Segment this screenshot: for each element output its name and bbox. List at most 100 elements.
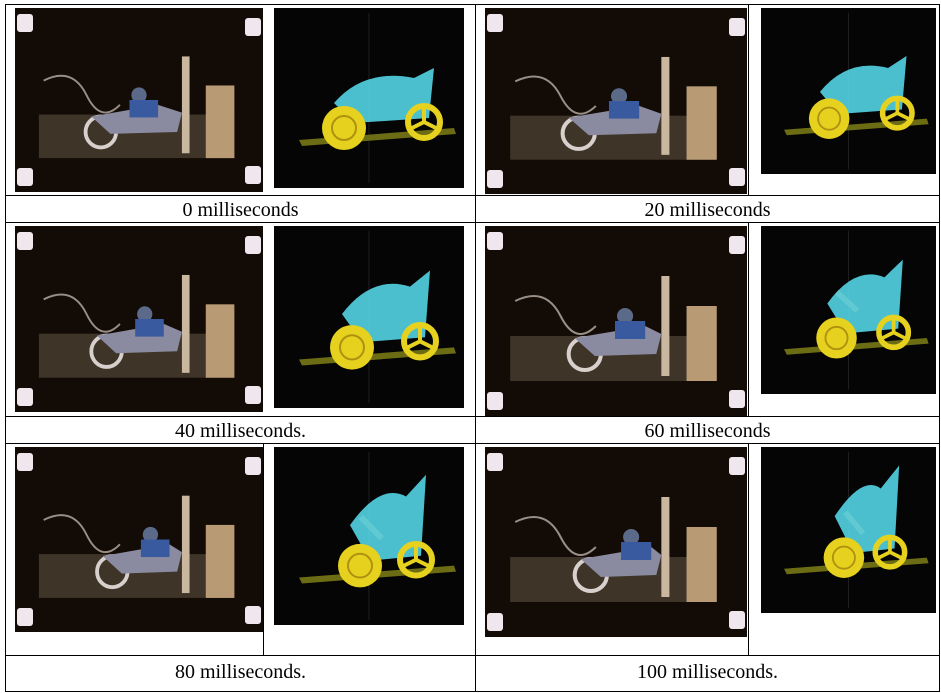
film-frame-20ms: [485, 8, 747, 194]
row-divider-5: [5, 655, 939, 656]
dummy-torso: [608, 101, 640, 119]
rear-wheel: [397, 540, 435, 579]
barrier-post: [661, 497, 670, 597]
front-wheel-rim: [817, 106, 842, 131]
sprocket-hole-bottom-right: [245, 166, 261, 184]
sprocket-hole-top-left: [487, 453, 503, 471]
crash-barrier: [205, 524, 235, 598]
sprocket-hole-bottom-left: [487, 392, 503, 410]
sprocket-hole-bottom-left: [487, 613, 503, 631]
rear-wheel-spokes: [881, 319, 906, 340]
dummy-torso: [140, 539, 170, 558]
rear-wheel: [876, 314, 912, 351]
front-wheel-rim: [824, 325, 849, 351]
tether-cable: [514, 516, 597, 556]
rear-wheel-spokes: [403, 545, 429, 568]
front-wheel-rim: [331, 115, 357, 141]
rear-wheel: [401, 322, 439, 361]
front-wheel-rim: [347, 552, 373, 579]
barrier-post: [181, 495, 190, 594]
simulation-frame-40ms: [274, 226, 464, 408]
sprocket-hole-bottom-left: [17, 388, 33, 406]
caption-80ms: 80 milliseconds.: [174, 661, 307, 683]
front-wheel: [322, 106, 366, 150]
crash-barrier: [205, 304, 235, 378]
row-divider-2: [5, 222, 939, 223]
sprocket-hole-bottom-right: [245, 386, 261, 404]
sprocket-hole-top-left: [487, 14, 503, 32]
front-wheel: [816, 317, 857, 359]
sprocket-hole-top-right: [245, 457, 261, 475]
front-wheel: [330, 325, 374, 370]
dummy-torso: [135, 319, 164, 337]
simulation-frame-0ms: [274, 8, 464, 188]
caption-100ms: 100 milliseconds.: [636, 661, 779, 683]
caption-0ms: 0 milliseconds: [182, 199, 299, 221]
barrier-post: [661, 56, 670, 155]
rider-mesh: [819, 55, 907, 115]
row-divider-4: [5, 443, 939, 444]
table-border-top: [5, 4, 939, 5]
rider-mesh: [334, 68, 434, 123]
film-frame-60ms: [485, 226, 747, 416]
dummy-torso: [621, 542, 652, 560]
rear-wheel: [872, 534, 908, 570]
cell-divider-right-100ms: [748, 444, 749, 656]
sprocket-hole-bottom-right: [245, 606, 261, 624]
crash-barrier: [686, 306, 717, 381]
sprocket-hole-top-right: [245, 18, 261, 36]
front-wheel: [823, 537, 865, 578]
barrier-post: [181, 56, 190, 154]
front-wheel-rim: [831, 545, 856, 570]
film-frame-0ms: [15, 8, 263, 192]
sprocket-hole-top-left: [17, 14, 33, 32]
simulation-frame-60ms: [761, 226, 936, 394]
sprocket-hole-bottom-right: [729, 390, 745, 408]
barrier-post: [181, 274, 190, 373]
front-wheel-rim: [339, 334, 365, 361]
dummy-head: [142, 526, 159, 543]
sprocket-hole-bottom-left: [487, 170, 503, 188]
sprocket-hole-bottom-left: [17, 608, 33, 626]
dummy-torso: [614, 321, 646, 339]
tether-cable: [43, 514, 121, 554]
tether-cable: [514, 295, 597, 335]
tether-cable: [43, 74, 121, 114]
row-divider-1: [5, 195, 939, 196]
rear-wheel-spokes: [411, 108, 437, 130]
row-divider-3: [5, 416, 939, 417]
simulation-frame-80ms: [274, 447, 464, 625]
film-frame-80ms: [15, 447, 263, 632]
table-border-bottom: [5, 691, 939, 692]
rider-mesh: [342, 270, 430, 343]
crash-barrier: [686, 527, 717, 602]
tether-cable: [43, 293, 121, 333]
sprocket-hole-bottom-left: [17, 168, 33, 186]
dummy-head: [623, 529, 640, 545]
rider-mesh: [827, 259, 903, 334]
dummy-head: [137, 306, 153, 322]
table-border-left: [5, 4, 6, 692]
crash-barrier: [205, 85, 235, 159]
cell-divider-left-80ms: [263, 444, 264, 656]
rider-mesh: [834, 465, 900, 554]
sprocket-hole-top-left: [17, 232, 33, 250]
rear-wheel-spokes: [885, 100, 910, 121]
caption-20ms: 20 milliseconds: [644, 199, 771, 221]
film-frame-40ms: [15, 226, 263, 412]
barrier-post: [661, 276, 670, 376]
sprocket-hole-top-right: [729, 457, 745, 475]
front-wheel: [338, 543, 382, 588]
column-divider: [475, 4, 476, 692]
dummy-head: [131, 87, 147, 103]
rear-wheel-spokes: [878, 539, 902, 560]
dummy-head: [610, 88, 628, 104]
cell-divider-right-60ms: [748, 223, 749, 417]
film-frame-100ms: [485, 447, 747, 637]
simulation-frame-100ms: [761, 447, 936, 613]
simulation-frame-20ms: [761, 8, 936, 174]
sprocket-hole-top-left: [17, 453, 33, 471]
caption-60ms: 60 milliseconds: [644, 420, 771, 442]
crash-barrier: [686, 86, 717, 160]
